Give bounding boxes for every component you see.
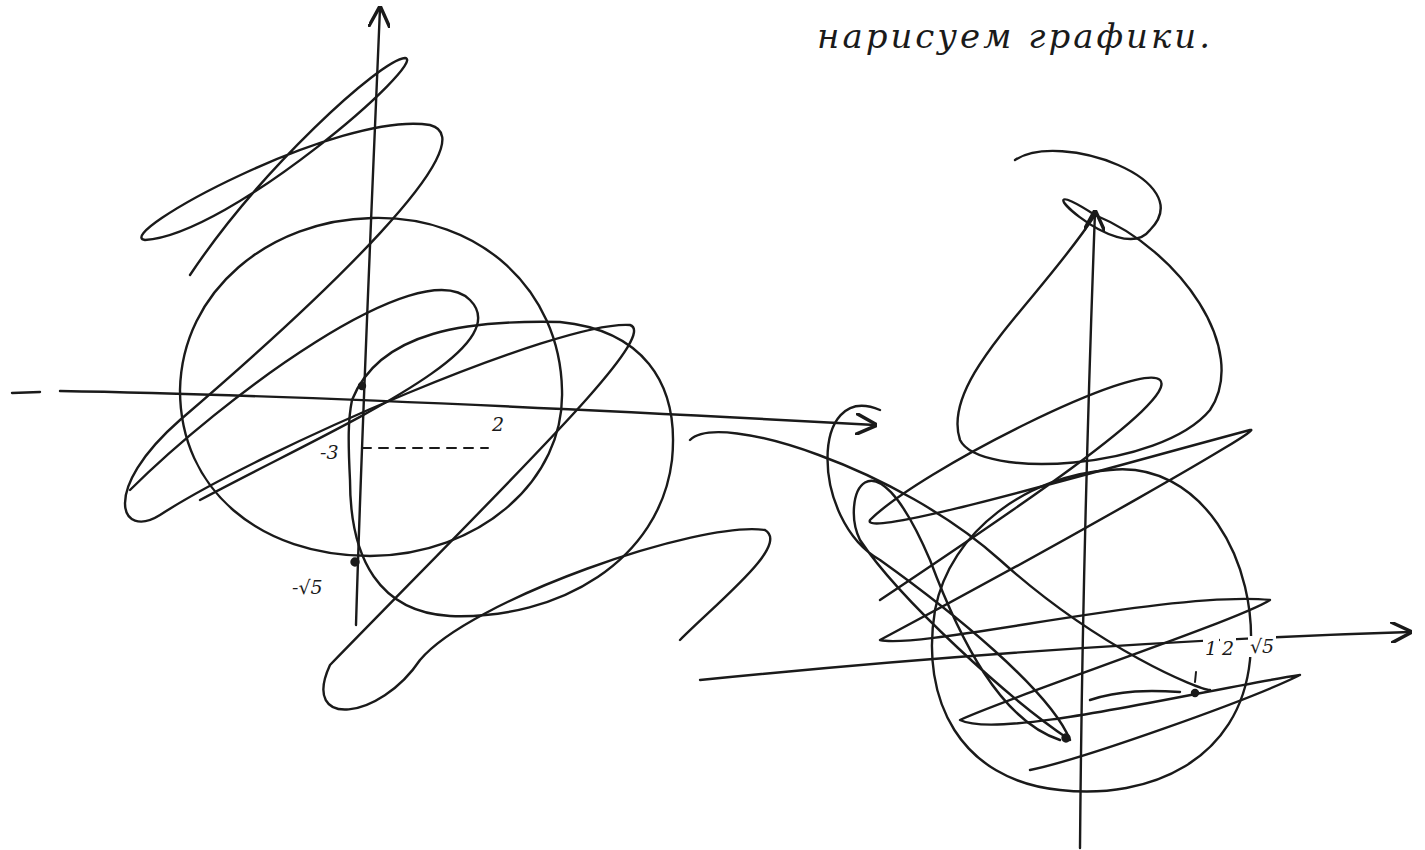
scribble — [870, 378, 1300, 770]
axis-label: 2 — [490, 414, 506, 435]
loop — [957, 215, 1221, 464]
x-axis — [12, 391, 875, 425]
scribble — [690, 432, 1210, 690]
axis-label: -3 — [318, 442, 341, 463]
scribble — [1090, 691, 1180, 700]
axis-label: -√5 — [290, 577, 325, 598]
scribble — [1015, 151, 1161, 239]
point — [359, 383, 365, 389]
axis-label: √5 — [1248, 636, 1276, 657]
scribble — [130, 290, 478, 500]
point — [1192, 690, 1198, 696]
circle — [180, 218, 562, 556]
heading: нарисуем графики. — [815, 18, 1215, 55]
point — [352, 559, 359, 566]
axis-label: 1 — [1203, 638, 1219, 659]
point — [1063, 735, 1070, 742]
scribble — [125, 58, 770, 710]
axis-label: 2 — [1220, 638, 1236, 659]
dashed-line — [362, 447, 488, 449]
x-axis — [700, 632, 1410, 680]
ellipse — [349, 322, 673, 616]
